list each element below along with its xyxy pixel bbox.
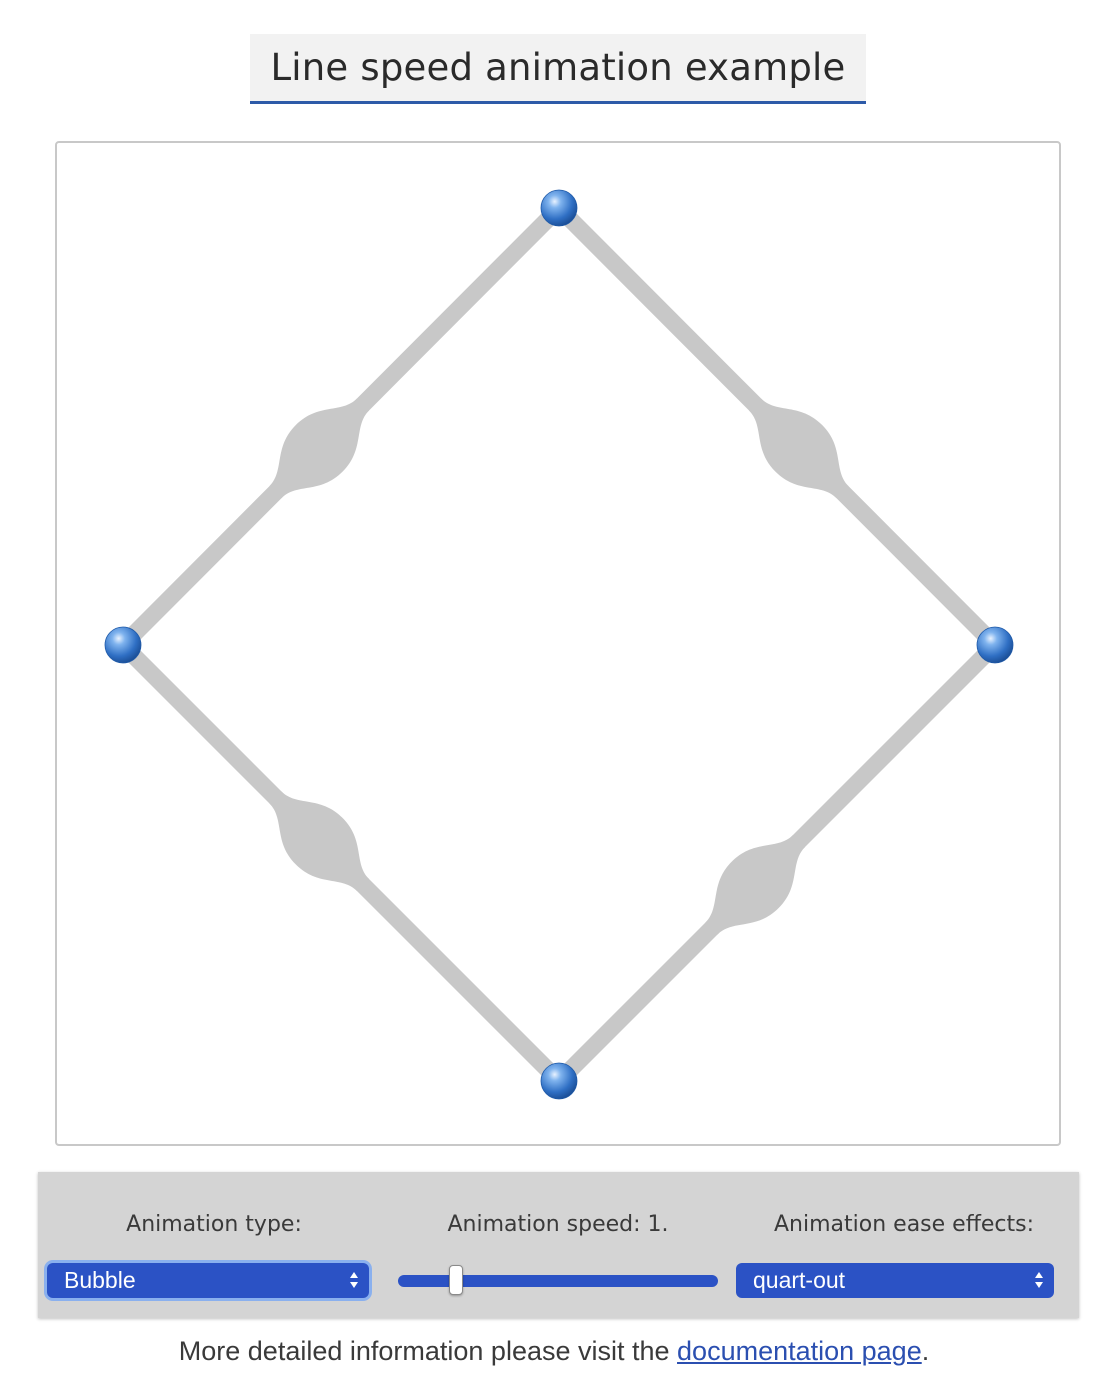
edges-layer	[114, 199, 1004, 1090]
title-banner: Line speed animation example	[250, 34, 866, 104]
select-arrows-icon	[1035, 1272, 1043, 1288]
edge-top-right	[550, 199, 1004, 654]
page-title: Line speed animation example	[270, 46, 846, 89]
node-bottom[interactable]	[540, 1062, 578, 1100]
edge-top-left	[114, 199, 568, 654]
edge-left-bottom	[114, 636, 568, 1090]
ease-effects-select[interactable]: quart-out	[736, 1263, 1054, 1298]
control-panel: Animation type: Animation speed: 1. Anim…	[38, 1172, 1079, 1318]
edge-bubble	[269, 791, 370, 892]
animation-type-value: Bubble	[64, 1267, 136, 1293]
documentation-link[interactable]: documentation page	[677, 1336, 922, 1366]
animation-type-select[interactable]: Bubble	[47, 1263, 369, 1298]
nodes-layer	[104, 189, 1014, 1100]
node-right[interactable]	[976, 626, 1014, 664]
edge-bubble	[748, 398, 849, 499]
node-top[interactable]	[540, 189, 578, 227]
edge-bubble	[269, 398, 370, 499]
select-arrows-icon	[350, 1272, 358, 1288]
ease-effects-label: Animation ease effects:	[774, 1212, 1034, 1237]
animation-speed-label: Animation speed: 1.	[447, 1212, 669, 1237]
graph-canvas[interactable]	[55, 141, 1061, 1146]
node-left[interactable]	[104, 626, 142, 664]
edge-bubble	[705, 834, 806, 935]
edge-bottom-right	[550, 636, 1004, 1090]
footer-period: .	[921, 1336, 930, 1366]
slider-handle[interactable]	[448, 1265, 463, 1295]
animation-type-label: Animation type:	[126, 1212, 302, 1237]
footer-text: More detailed information please visit t…	[178, 1336, 678, 1366]
animation-speed-slider[interactable]	[398, 1265, 718, 1295]
footer-note: More detailed information please visit t…	[0, 1336, 1108, 1367]
graph-svg[interactable]	[57, 143, 1059, 1144]
ease-effects-value: quart-out	[753, 1267, 846, 1293]
